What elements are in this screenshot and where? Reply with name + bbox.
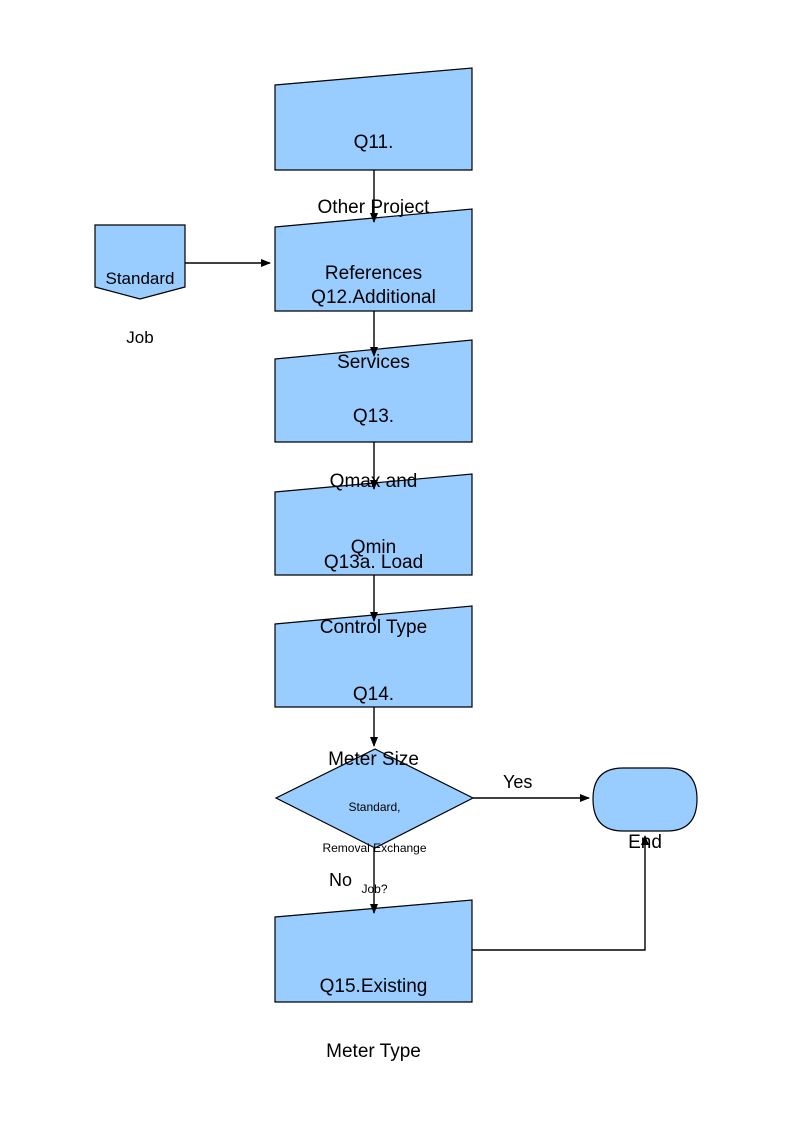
node-end-shape[interactable] <box>592 767 698 832</box>
node-q11-shape[interactable] <box>274 67 473 171</box>
node-standard-job-shape[interactable] <box>94 224 186 300</box>
edge-label-yes: Yes <box>503 772 533 792</box>
node-q15-shape[interactable] <box>274 899 473 1003</box>
edge-label-no: No <box>329 870 353 890</box>
node-q13-shape[interactable] <box>274 339 473 443</box>
edge-q15-to-end <box>472 835 649 951</box>
node-decision-shape[interactable] <box>274 748 475 849</box>
node-q14-shape[interactable] <box>274 605 473 708</box>
node-q12-shape[interactable] <box>274 208 473 312</box>
node-q13a-shape[interactable] <box>274 473 473 576</box>
